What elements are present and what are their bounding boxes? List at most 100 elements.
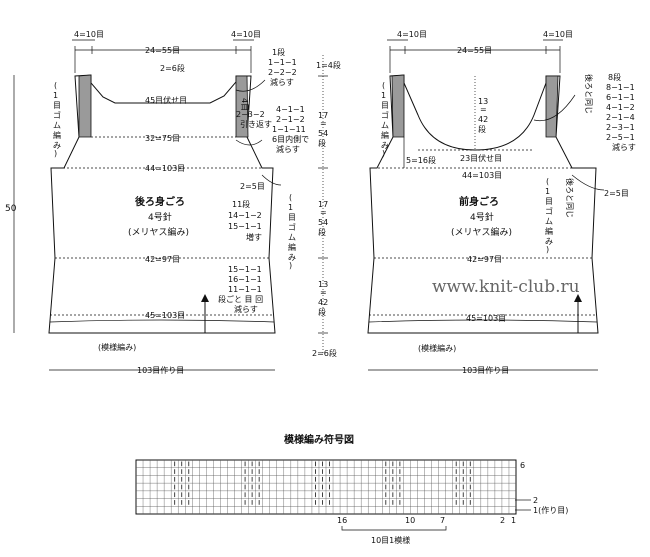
svg-text:ゴ: ゴ — [53, 110, 61, 120]
back-increase-note-3: 15−1−1 — [228, 222, 262, 231]
svg-text:(: ( — [382, 81, 385, 90]
svg-text:目: 目 — [545, 197, 553, 206]
back-rows-lower: 13 = 42 段 — [318, 280, 328, 317]
back-title: 後ろ身ごろ — [135, 195, 185, 208]
svg-text:1: 1 — [288, 203, 293, 212]
back-neck-depth: 2=6段 — [160, 63, 185, 73]
back-armhole-note-4: 6目内側で — [272, 134, 309, 144]
back-rib-rows: 4目 — [240, 98, 249, 111]
front-neck-note-2: 8−1−1 — [606, 83, 635, 92]
svg-text:): ) — [546, 245, 549, 254]
back-rows-body: 17 = 54 段 — [318, 200, 328, 237]
chart-title: 模様編み符号図 — [284, 433, 354, 446]
back-cast-on: 103目作り目 — [137, 365, 184, 375]
svg-text:42: 42 — [318, 298, 328, 307]
svg-text:): ) — [289, 261, 292, 270]
chart-col-10: 10 — [405, 516, 415, 525]
svg-text:54: 54 — [318, 218, 328, 227]
back-decrease-note-3: 11−1−1 — [228, 285, 262, 294]
front-neck-note-3: 6−1−1 — [606, 93, 635, 102]
svg-text:編: 編 — [288, 242, 296, 252]
front-neck-note-8: 減らす — [612, 142, 636, 152]
front-top-left-edge: 4=10目 — [397, 30, 427, 39]
svg-text:13: 13 — [318, 280, 328, 289]
back-ribbing-right-label: ( 1 目 ゴ ム 編 み ) — [288, 193, 296, 270]
front-title: 前身ごろ — [459, 195, 499, 208]
back-pattern: (模様編み) — [98, 342, 136, 352]
back-neck-note-1: 1段 — [272, 47, 285, 57]
svg-text:): ) — [54, 149, 57, 158]
svg-text:み: み — [545, 237, 553, 246]
chart-row-1: 1(作り目) — [533, 505, 568, 515]
back-decrease-note-4: 段ごと 目 回 — [218, 294, 263, 304]
back-neck-note-3: 2−2−2 — [268, 68, 297, 77]
back-increase-note-2: 14−1−2 — [228, 211, 262, 220]
chart-repeat-bracket — [341, 526, 447, 531]
back-piece — [13, 39, 328, 371]
front-side-upper: 2=5目 — [604, 189, 629, 198]
back-shoulder-note-2: 引き返す — [240, 120, 272, 129]
back-arrow-head — [201, 294, 209, 302]
front-same-as-back-2: 後ろと同じ — [565, 178, 575, 218]
chart-row-top: 6 — [520, 461, 525, 470]
svg-text:17: 17 — [318, 111, 328, 120]
watermark: www.knit-club.ru — [432, 277, 580, 297]
svg-text:段: 段 — [318, 307, 326, 317]
front-side-rows: 5=16段 — [406, 155, 436, 165]
back-waist: 42=97目 — [145, 255, 180, 264]
back-decrease-note-5: 減らす — [234, 304, 258, 314]
front-bust: 44=103目 — [462, 171, 502, 180]
svg-text:54: 54 — [318, 129, 328, 138]
front-neck-note-7: 2−5−1 — [606, 133, 635, 142]
back-shoulder-note-1: 2−3−2 — [236, 110, 265, 119]
front-right-armhole-ribbing — [545, 75, 559, 138]
back-hem-border — [49, 319, 275, 323]
svg-text:=: = — [480, 105, 487, 114]
back-neck-bind: 45目伏せ目 — [145, 95, 187, 105]
back-increase-note-1: 11段 — [232, 199, 250, 209]
front-arrow-head — [574, 294, 582, 302]
chart-col-16: 16 — [337, 516, 347, 525]
svg-text:1: 1 — [545, 187, 550, 196]
svg-text:み: み — [381, 141, 389, 150]
front-outline — [367, 74, 599, 334]
svg-text:13: 13 — [478, 97, 488, 106]
svg-text:編: 編 — [53, 130, 61, 140]
chart-row-2: 2 — [533, 496, 538, 505]
front-stitch: (メリヤス編み) — [451, 226, 512, 238]
front-hem-border — [368, 319, 598, 323]
svg-text:17: 17 — [318, 200, 328, 209]
back-neck-note-2: 1−1−1 — [268, 58, 297, 67]
svg-text:ゴ: ゴ — [288, 222, 296, 232]
back-top-right-edge: 4=10目 — [231, 30, 261, 39]
svg-text:1: 1 — [381, 91, 386, 100]
front-ribbing-left-label: ( 1 目 ゴ ム 編 み ) — [381, 81, 389, 158]
back-top-left-edge: 4=10目 — [74, 30, 104, 39]
chart-col-2: 2 — [500, 516, 505, 525]
stitch-chart-grid — [135, 459, 517, 515]
svg-text:(: ( — [546, 177, 549, 186]
front-pattern: (模様編み) — [418, 343, 456, 353]
svg-text:1: 1 — [53, 91, 58, 100]
svg-text:ゴ: ゴ — [545, 206, 553, 216]
svg-text:目: 目 — [288, 213, 296, 222]
svg-text:ム: ム — [288, 233, 296, 242]
front-neck-note-1: 8段 — [608, 72, 621, 82]
svg-text:=: = — [320, 288, 327, 297]
front-neck-bind: 23目伏せ目 — [460, 153, 502, 163]
svg-text:ゴ: ゴ — [381, 110, 389, 120]
back-chest: 32=75目 — [145, 134, 180, 143]
svg-text:=: = — [320, 119, 327, 128]
front-neck-depth: 13 = 42 段 — [478, 97, 488, 134]
front-waist: 42=97目 — [467, 255, 502, 264]
back-armhole-note-3: 1−1−11 — [272, 125, 306, 134]
back-armhole-note-5: 減らす — [276, 144, 300, 154]
svg-text:=: = — [320, 208, 327, 217]
back-ribbing-left-label: ( 1 目 ゴ ム 編 み ) — [53, 81, 61, 158]
back-hem: 45=103目 — [145, 311, 185, 320]
front-top-neck: 24=55目 — [457, 46, 492, 55]
svg-text:(: ( — [289, 193, 292, 202]
svg-text:目: 目 — [53, 101, 61, 110]
svg-text:み: み — [288, 253, 296, 262]
